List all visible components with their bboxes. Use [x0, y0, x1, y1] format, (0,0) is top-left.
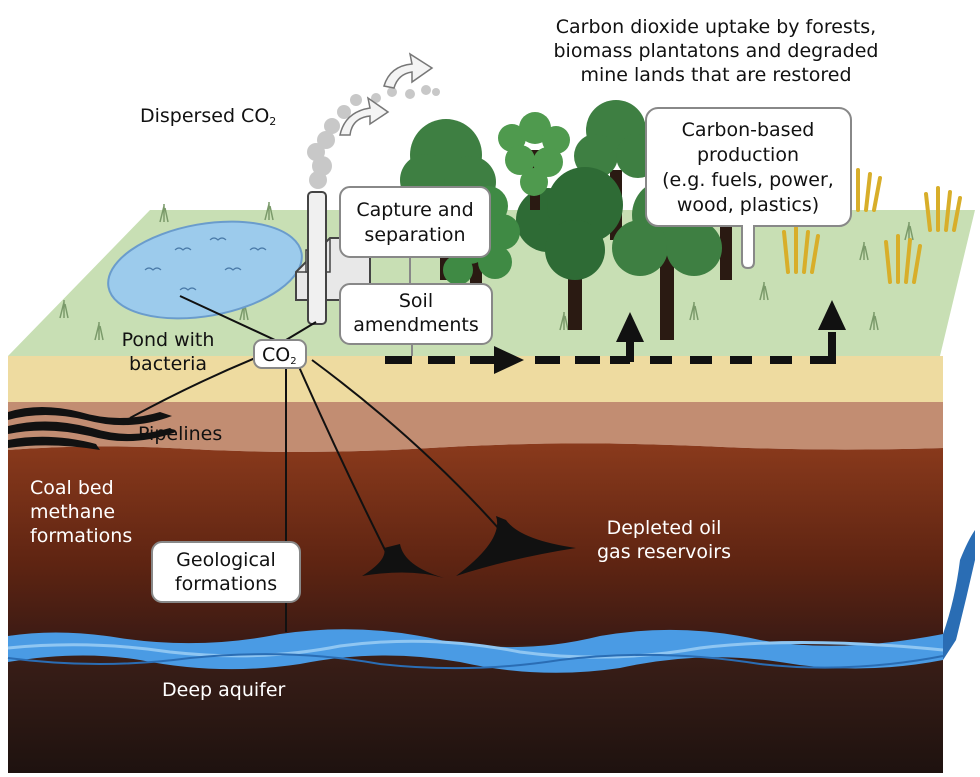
- clay-layer: [8, 402, 943, 452]
- deep-aquifer-water: [8, 629, 943, 673]
- deep-rock-layer: [8, 443, 943, 645]
- pipelines-label: Pipelines: [138, 423, 222, 445]
- line-to-reservoir-1: [295, 359, 391, 561]
- dispersed-co2-label: Dispersed CO2: [140, 105, 276, 128]
- depleted-line-2: gas reservoirs: [597, 541, 731, 563]
- coal-bed-label: Coal bed methane formations: [30, 477, 132, 547]
- coal-bed-line-1: Coal bed: [30, 477, 114, 499]
- carbon-based-line-2: production: [697, 144, 799, 166]
- forest-uptake-line-1: Carbon dioxide uptake by forests,: [556, 16, 876, 38]
- capture-line-2: separation: [364, 224, 465, 246]
- tree: [516, 167, 623, 330]
- carbon-based-production-box: Carbon-based production (e.g. fuels, pow…: [645, 107, 852, 270]
- smoke-plume: [307, 85, 440, 189]
- geological-line-1: Geological: [176, 549, 276, 571]
- smokestack: [307, 191, 327, 325]
- carbon-based-line-4: wood, plastics): [677, 194, 819, 216]
- depleted-reservoirs-label: Depleted oil gas reservoirs: [597, 517, 731, 563]
- dispersed-arrow-2: [383, 52, 434, 89]
- pond-label-line-1: Pond with: [122, 329, 215, 351]
- soil-amendments-box: Soil amendments: [339, 283, 493, 356]
- forest-uptake-line-2: biomass plantatons and degraded: [554, 40, 879, 62]
- depleted-line-1: Depleted oil: [607, 517, 722, 539]
- geological-formations-box: Geological formations: [151, 541, 301, 603]
- carbon-based-line-1: Carbon-based: [682, 119, 815, 141]
- tree: [498, 112, 570, 210]
- dispersed-arrow-1: [339, 96, 390, 136]
- reservoir-arrowhead-1: [362, 544, 444, 578]
- aquifer-highlight: [7, 639, 944, 659]
- ground-block: [7, 210, 975, 773]
- forest-uptake-line-3: mine lands that are restored: [580, 64, 851, 86]
- aquifer-shade: [7, 653, 944, 670]
- forest-uptake-label: Carbon dioxide uptake by forests, biomas…: [554, 16, 879, 86]
- pond-label: Pond with bacteria: [122, 329, 215, 375]
- line-to-factory: [285, 321, 317, 341]
- line-to-reservoir-2: [311, 359, 501, 531]
- coal-bed-line-2: methane: [30, 501, 115, 523]
- co2-box-label: CO2: [262, 344, 297, 367]
- pond: [107, 220, 303, 320]
- carbon-based-line-3: (e.g. fuels, power,: [662, 169, 834, 191]
- pond-label-line-2: bacteria: [129, 353, 207, 375]
- coal-bed-seams: [8, 407, 176, 450]
- carbon-flow-arrow: [385, 300, 846, 374]
- co2-source-box: CO2: [253, 339, 307, 369]
- capture-separation-box: Capture and separation: [339, 186, 491, 286]
- capture-line-1: Capture and: [356, 199, 473, 221]
- coal-bed-line-3: formations: [30, 525, 132, 547]
- soil-line-2: amendments: [353, 314, 479, 336]
- reservoir-arrowhead-2: [456, 516, 576, 576]
- geological-line-2: formations: [175, 573, 277, 595]
- soil-line-1: Soil: [399, 290, 433, 312]
- deep-aquifer-label: Deep aquifer: [162, 679, 286, 701]
- side-water-edge: [943, 530, 975, 660]
